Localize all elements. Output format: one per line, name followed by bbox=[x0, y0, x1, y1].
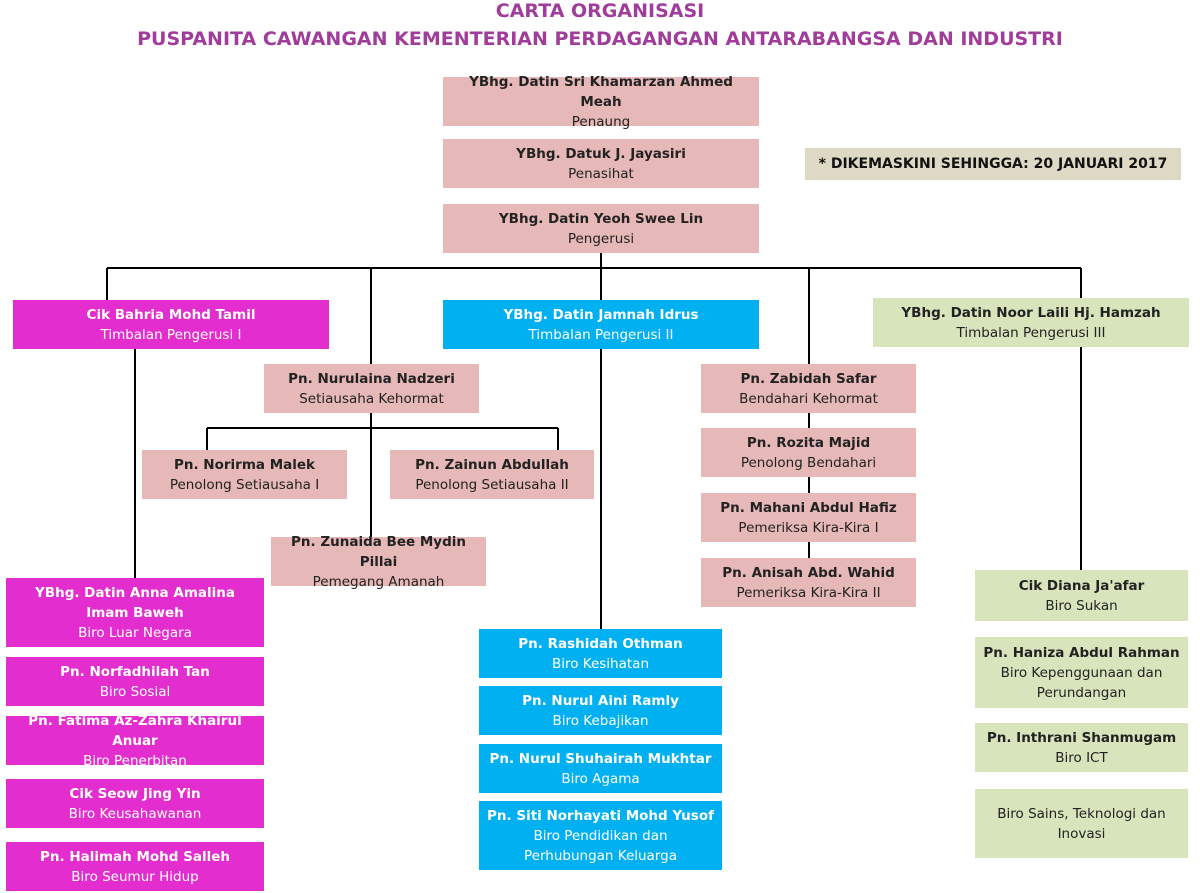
asst-secretary-2-name: Pn. Zainun Abdullah bbox=[415, 456, 569, 473]
patron-role: Penaung bbox=[571, 113, 631, 130]
bureau-center-3-role: Biro Agama bbox=[561, 770, 640, 787]
bureau-center-1-name: Pn. Rashidah Othman bbox=[518, 635, 683, 652]
bureau-left-4-role: Biro Keusahawanan bbox=[68, 805, 202, 822]
deputy-3-name: YBhg. Datin Noor Laili Hj. Hamzah bbox=[901, 304, 1161, 321]
trustee-box: Pn. Zunaida Bee Mydin Pillai Pemegang Am… bbox=[271, 534, 486, 590]
bureau-left-1-box: YBhg. Datin Anna Amalina Imam Baweh Biro… bbox=[6, 578, 264, 647]
deputy-2-name: YBhg. Datin Jamnah Idrus bbox=[503, 306, 699, 323]
bureau-left-3-box: Pn. Fatima Az-Zahra Khairul Anuar Biro P… bbox=[6, 713, 264, 769]
bureau-right-4-role: Biro Sains, Teknologi dan Inovasi bbox=[997, 805, 1166, 842]
asst-treasurer-box: Pn. Rozita Majid Penolong Bendahari bbox=[701, 428, 916, 477]
bureau-left-5-box: Pn. Halimah Mohd Salleh Biro Seumur Hidu… bbox=[6, 842, 264, 891]
bureau-left-4-box: Cik Seow Jing Yin Biro Keusahawanan bbox=[6, 779, 264, 828]
chairman-name: YBhg. Datin Yeoh Swee Lin bbox=[498, 210, 704, 227]
bureau-right-2-name: Pn. Haniza Abdul Rahman bbox=[983, 644, 1180, 661]
bureau-center-4-name: Pn. Siti Norhayati Mohd Yusof bbox=[487, 807, 714, 824]
asst-secretary-2-box: Pn. Zainun Abdullah Penolong Setiausaha … bbox=[390, 450, 594, 499]
bureau-left-2-role: Biro Sosial bbox=[99, 683, 171, 700]
auditor-1-role: Pemeriksa Kira-Kira I bbox=[738, 519, 879, 536]
deputy-3-box: YBhg. Datin Noor Laili Hj. Hamzah Timbal… bbox=[873, 298, 1189, 347]
bureau-right-2-box: Pn. Haniza Abdul Rahman Biro Kepenggunaa… bbox=[975, 637, 1188, 708]
bureau-left-5-role: Biro Seumur Hidup bbox=[71, 868, 199, 885]
patron-box: YBhg. Datin Sri Khamarzan Ahmed Meah Pen… bbox=[443, 74, 759, 130]
asst-secretary-2-role: Penolong Setiausaha II bbox=[415, 476, 569, 493]
chart-subtitle: PUSPANITA CAWANGAN KEMENTERIAN PERDAGANG… bbox=[137, 28, 1063, 50]
advisor-box: YBhg. Datuk J. Jayasiri Penasihat bbox=[443, 139, 759, 188]
deputy-1-role: Timbalan Pengerusi I bbox=[100, 326, 242, 343]
asst-secretary-1-role: Penolong Setiausaha I bbox=[169, 476, 320, 493]
bureau-right-3-box: Pn. Inthrani Shanmugam Biro ICT bbox=[975, 723, 1188, 772]
bureau-left-2-box: Pn. Norfadhilah Tan Biro Sosial bbox=[6, 657, 264, 706]
auditor-1-name: Pn. Mahani Abdul Hafiz bbox=[720, 499, 897, 516]
bureau-right-3-name: Pn. Inthrani Shanmugam bbox=[986, 729, 1177, 746]
chairman-role: Pengerusi bbox=[567, 230, 635, 247]
bureau-center-3-name: Pn. Nurul Shuhairah Mukhtar bbox=[489, 750, 712, 767]
bureau-center-2-name: Pn. Nurul Aini Ramly bbox=[522, 692, 679, 709]
asst-treasurer-name: Pn. Rozita Majid bbox=[746, 434, 871, 451]
auditor-2-box: Pn. Anisah Abd. Wahid Pemeriksa Kira-Kir… bbox=[701, 558, 916, 607]
bureau-right-1-box: Cik Diana Ja'afar Biro Sukan bbox=[975, 570, 1188, 621]
bureau-right-3-role: Biro ICT bbox=[1055, 749, 1108, 766]
treasurer-name: Pn. Zabidah Safar bbox=[740, 370, 877, 387]
bureau-center-2-role: Biro Kebajikan bbox=[552, 712, 649, 729]
bureau-center-4-role: Biro Pendidikan dan Perhubungan Keluarga bbox=[524, 827, 677, 864]
bureau-center-3-box: Pn. Nurul Shuhairah Mukhtar Biro Agama bbox=[479, 744, 722, 793]
auditor-2-role: Pemeriksa Kira-Kira II bbox=[736, 584, 881, 601]
bureau-right-4-box: Biro Sains, Teknologi dan Inovasi bbox=[975, 789, 1188, 858]
deputy-1-name: Cik Bahria Mohd Tamil bbox=[86, 306, 256, 323]
auditor-2-name: Pn. Anisah Abd. Wahid bbox=[722, 564, 895, 581]
treasurer-role: Bendahari Kehormat bbox=[739, 390, 878, 407]
bureau-left-4-name: Cik Seow Jing Yin bbox=[69, 785, 201, 802]
bureau-left-1-role: Biro Luar Negara bbox=[78, 624, 192, 641]
bureau-center-1-box: Pn. Rashidah Othman Biro Kesihatan bbox=[479, 629, 722, 678]
bureau-left-5-name: Pn. Halimah Mohd Salleh bbox=[39, 848, 231, 865]
bureau-right-2-role: Biro Kepenggunaan dan Perundangan bbox=[1000, 664, 1163, 701]
chart-title: CARTA ORGANISASI bbox=[495, 0, 705, 22]
deputy-3-role: Timbalan Pengerusi III bbox=[956, 324, 1106, 341]
trustee-name: Pn. Zunaida Bee Mydin Pillai bbox=[291, 533, 466, 570]
chairman-box: YBhg. Datin Yeoh Swee Lin Pengerusi bbox=[443, 204, 759, 253]
bureau-center-4-box: Pn. Siti Norhayati Mohd Yusof Biro Pendi… bbox=[479, 801, 722, 870]
deputy-2-role: Timbalan Pengerusi II bbox=[528, 326, 674, 343]
bureau-left-1-name: YBhg. Datin Anna Amalina Imam Baweh bbox=[35, 584, 235, 621]
bureau-center-2-box: Pn. Nurul Aini Ramly Biro Kebajikan bbox=[479, 686, 722, 735]
asst-secretary-1-name: Pn. Norirma Malek bbox=[173, 456, 316, 473]
secretary-name: Pn. Nurulaina Nadzeri bbox=[288, 370, 455, 387]
deputy-1-box: Cik Bahria Mohd Tamil Timbalan Pengerusi… bbox=[13, 300, 329, 349]
advisor-role: Penasihat bbox=[568, 165, 634, 182]
bureau-center-1-role: Biro Kesihatan bbox=[551, 655, 650, 672]
secretary-role: Setiausaha Kehormat bbox=[299, 390, 444, 407]
bureau-left-2-name: Pn. Norfadhilah Tan bbox=[60, 663, 210, 680]
bureau-left-3-name: Pn. Fatima Az-Zahra Khairul Anuar bbox=[28, 712, 242, 749]
auditor-1-box: Pn. Mahani Abdul Hafiz Pemeriksa Kira-Ki… bbox=[701, 493, 916, 542]
trustee-role: Pemegang Amanah bbox=[312, 573, 445, 590]
updated-note: * DIKEMASKINI SEHINGGA: 20 JANUARI 2017 bbox=[805, 148, 1181, 180]
advisor-name: YBhg. Datuk J. Jayasiri bbox=[516, 145, 686, 162]
asst-secretary-1-box: Pn. Norirma Malek Penolong Setiausaha I bbox=[142, 450, 347, 499]
secretary-box: Pn. Nurulaina Nadzeri Setiausaha Kehorma… bbox=[264, 364, 479, 413]
patron-name: YBhg. Datin Sri Khamarzan Ahmed Meah bbox=[469, 73, 733, 110]
deputy-2-box: YBhg. Datin Jamnah Idrus Timbalan Penger… bbox=[443, 300, 759, 349]
bureau-left-3-role: Biro Penerbitan bbox=[83, 752, 187, 769]
bureau-right-1-role: Biro Sukan bbox=[1045, 597, 1118, 614]
bureau-right-1-name: Cik Diana Ja'afar bbox=[1018, 577, 1145, 594]
treasurer-box: Pn. Zabidah Safar Bendahari Kehormat bbox=[701, 364, 916, 413]
asst-treasurer-role: Penolong Bendahari bbox=[740, 454, 877, 471]
